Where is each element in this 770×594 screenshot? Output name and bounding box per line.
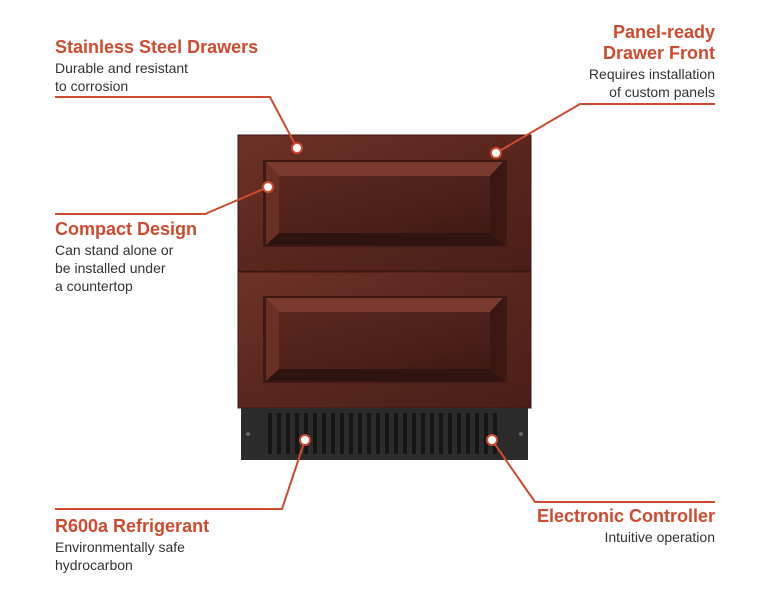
callout-title: R600a Refrigerant <box>55 516 210 536</box>
callout-controller: Electronic Controller Intuitive operatio… <box>537 506 715 546</box>
kickplate-vent <box>241 408 528 460</box>
bottom-drawer-front <box>237 271 532 409</box>
callout-desc: Can stand alone or be installed under a … <box>55 242 174 294</box>
callout-panel: Panel-ready Drawer Front Requires instal… <box>589 22 715 101</box>
leader-lines <box>55 96 715 510</box>
callout-title: Electronic Controller <box>536 506 715 526</box>
callout-desc: Environmentally safe hydrocarbon <box>55 539 185 573</box>
marker-stainless <box>291 142 303 154</box>
callout-refrigerant: R600a Refrigerant Environmentally safe h… <box>55 516 209 574</box>
top-drawer-front <box>237 134 532 272</box>
marker-panel <box>490 147 502 159</box>
callout-compact: Compact Design Can stand alone or be ins… <box>55 219 197 295</box>
vent-slots <box>268 413 497 454</box>
callout-title: Compact Design <box>55 219 198 239</box>
callout-title: Stainless Steel Drawers <box>55 37 259 57</box>
callout-desc: Intuitive operation <box>604 529 715 545</box>
callout-stainless: Stainless Steel Drawers Durable and resi… <box>55 37 258 95</box>
marker-refrigerant <box>299 434 311 446</box>
callout-desc: Requires installation of custom panels <box>588 66 715 100</box>
callout-title: Panel-ready Drawer Front <box>602 22 715 63</box>
callout-desc: Durable and resistant to corrosion <box>55 60 189 94</box>
marker-compact <box>262 181 274 193</box>
marker-controller <box>486 434 498 446</box>
